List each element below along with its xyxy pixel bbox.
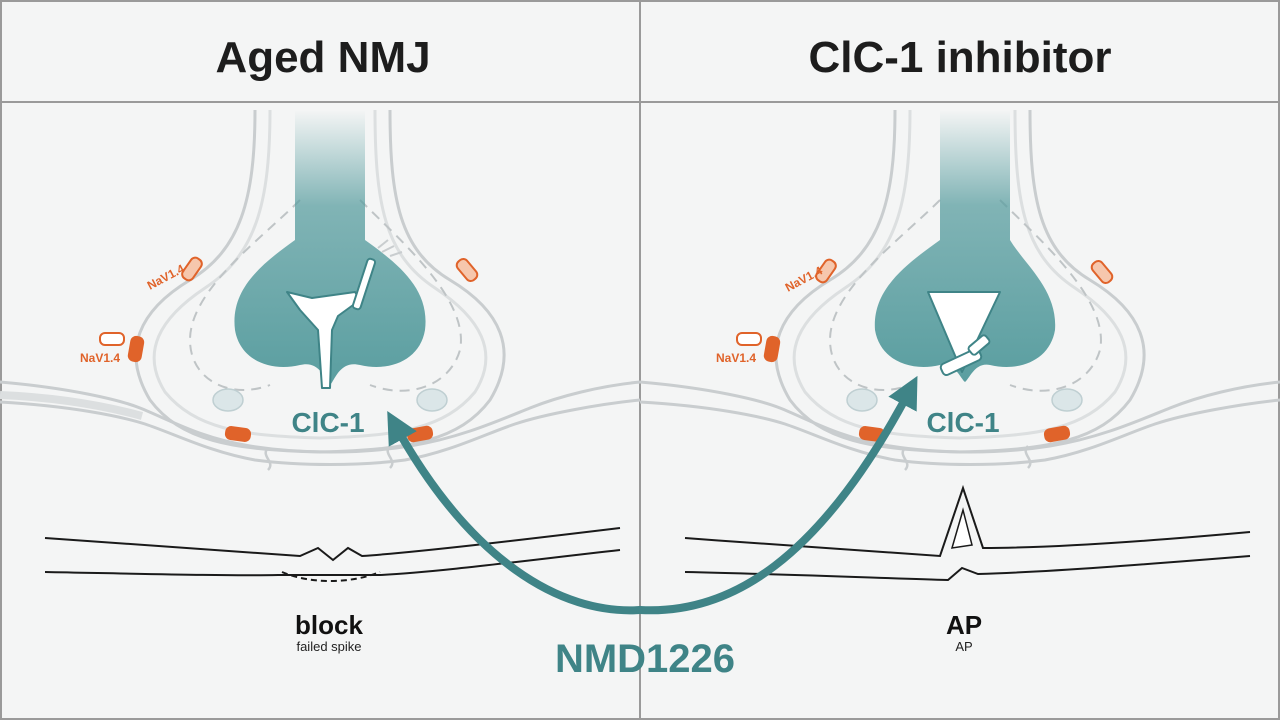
channel-gate-open [351,257,377,311]
perisynaptic-cell-inner [152,109,488,440]
panel-inhibitor: NaV1.4 NaV1.4 ClC-1 AP AP [639,109,1280,654]
axon-terminal [234,110,426,385]
synaptic-dashed-boundary [828,199,1102,392]
nav-channel [181,256,203,282]
membrane-fill-left [0,391,144,420]
panel-title-aged: Aged NMJ [215,33,430,82]
nav-channel [1090,259,1114,285]
inhibitor-cap [967,334,991,356]
inhibitor-plug [939,348,983,376]
nav-channel-open [99,332,125,346]
synaptic-dashed-boundary [188,199,462,392]
leak-marks [377,239,403,257]
postsynaptic-membrane-inner [639,398,1280,466]
axon-terminal [874,110,1056,382]
perisynaptic-cell-outline [774,109,1146,454]
outcome-label-block: block [295,610,363,640]
membrane-trace-lower [684,555,1251,582]
nav-channel [763,335,781,363]
channel-cavity [286,291,361,389]
failed-spike-dashed [281,571,381,582]
drug-arrow-left [387,411,644,615]
outcome-sublabel-ap: AP [955,639,972,654]
channel-cavity-closed [927,291,1001,373]
drug-label: NMD1226 [555,637,735,681]
nav-channel [1043,425,1071,443]
panel-title-inhibitor: ClC-1 inhibitor [808,33,1111,82]
nav-channel [815,258,837,284]
nav-channel [224,426,252,442]
ap-spike-fill [950,507,973,549]
membrane-trace-upper [684,484,1251,558]
receptor [846,388,878,412]
outcome-sublabel-failed: failed spike [296,639,361,654]
junctional-fold [901,445,1032,471]
nav-channel [455,257,479,283]
outcome-label-ap: AP [946,610,982,640]
channel-label: ClC-1 [926,407,999,438]
nav-channel [127,335,145,363]
perisynaptic-cell-inner [792,109,1128,440]
nav-label: NaV1.4 [783,263,825,294]
receptor [1051,388,1083,412]
membrane-trace-upper [44,527,621,562]
receptor [212,388,244,412]
drug-arrow-right [636,375,918,615]
nav-label: NaV1.4 [145,261,187,292]
nav-label: NaV1.4 [716,351,756,365]
junctional-fold [264,445,394,471]
channel-label: ClC-1 [291,407,364,438]
nav-channel-open [736,332,762,346]
postsynaptic-membrane-inner [0,398,641,466]
nav-label: NaV1.4 [80,351,120,365]
receptor [416,388,448,412]
panel-aged: NaV1.4 NaV1.4 ClC-1 block failed spike [0,109,641,654]
membrane-trace-lower [44,549,621,577]
